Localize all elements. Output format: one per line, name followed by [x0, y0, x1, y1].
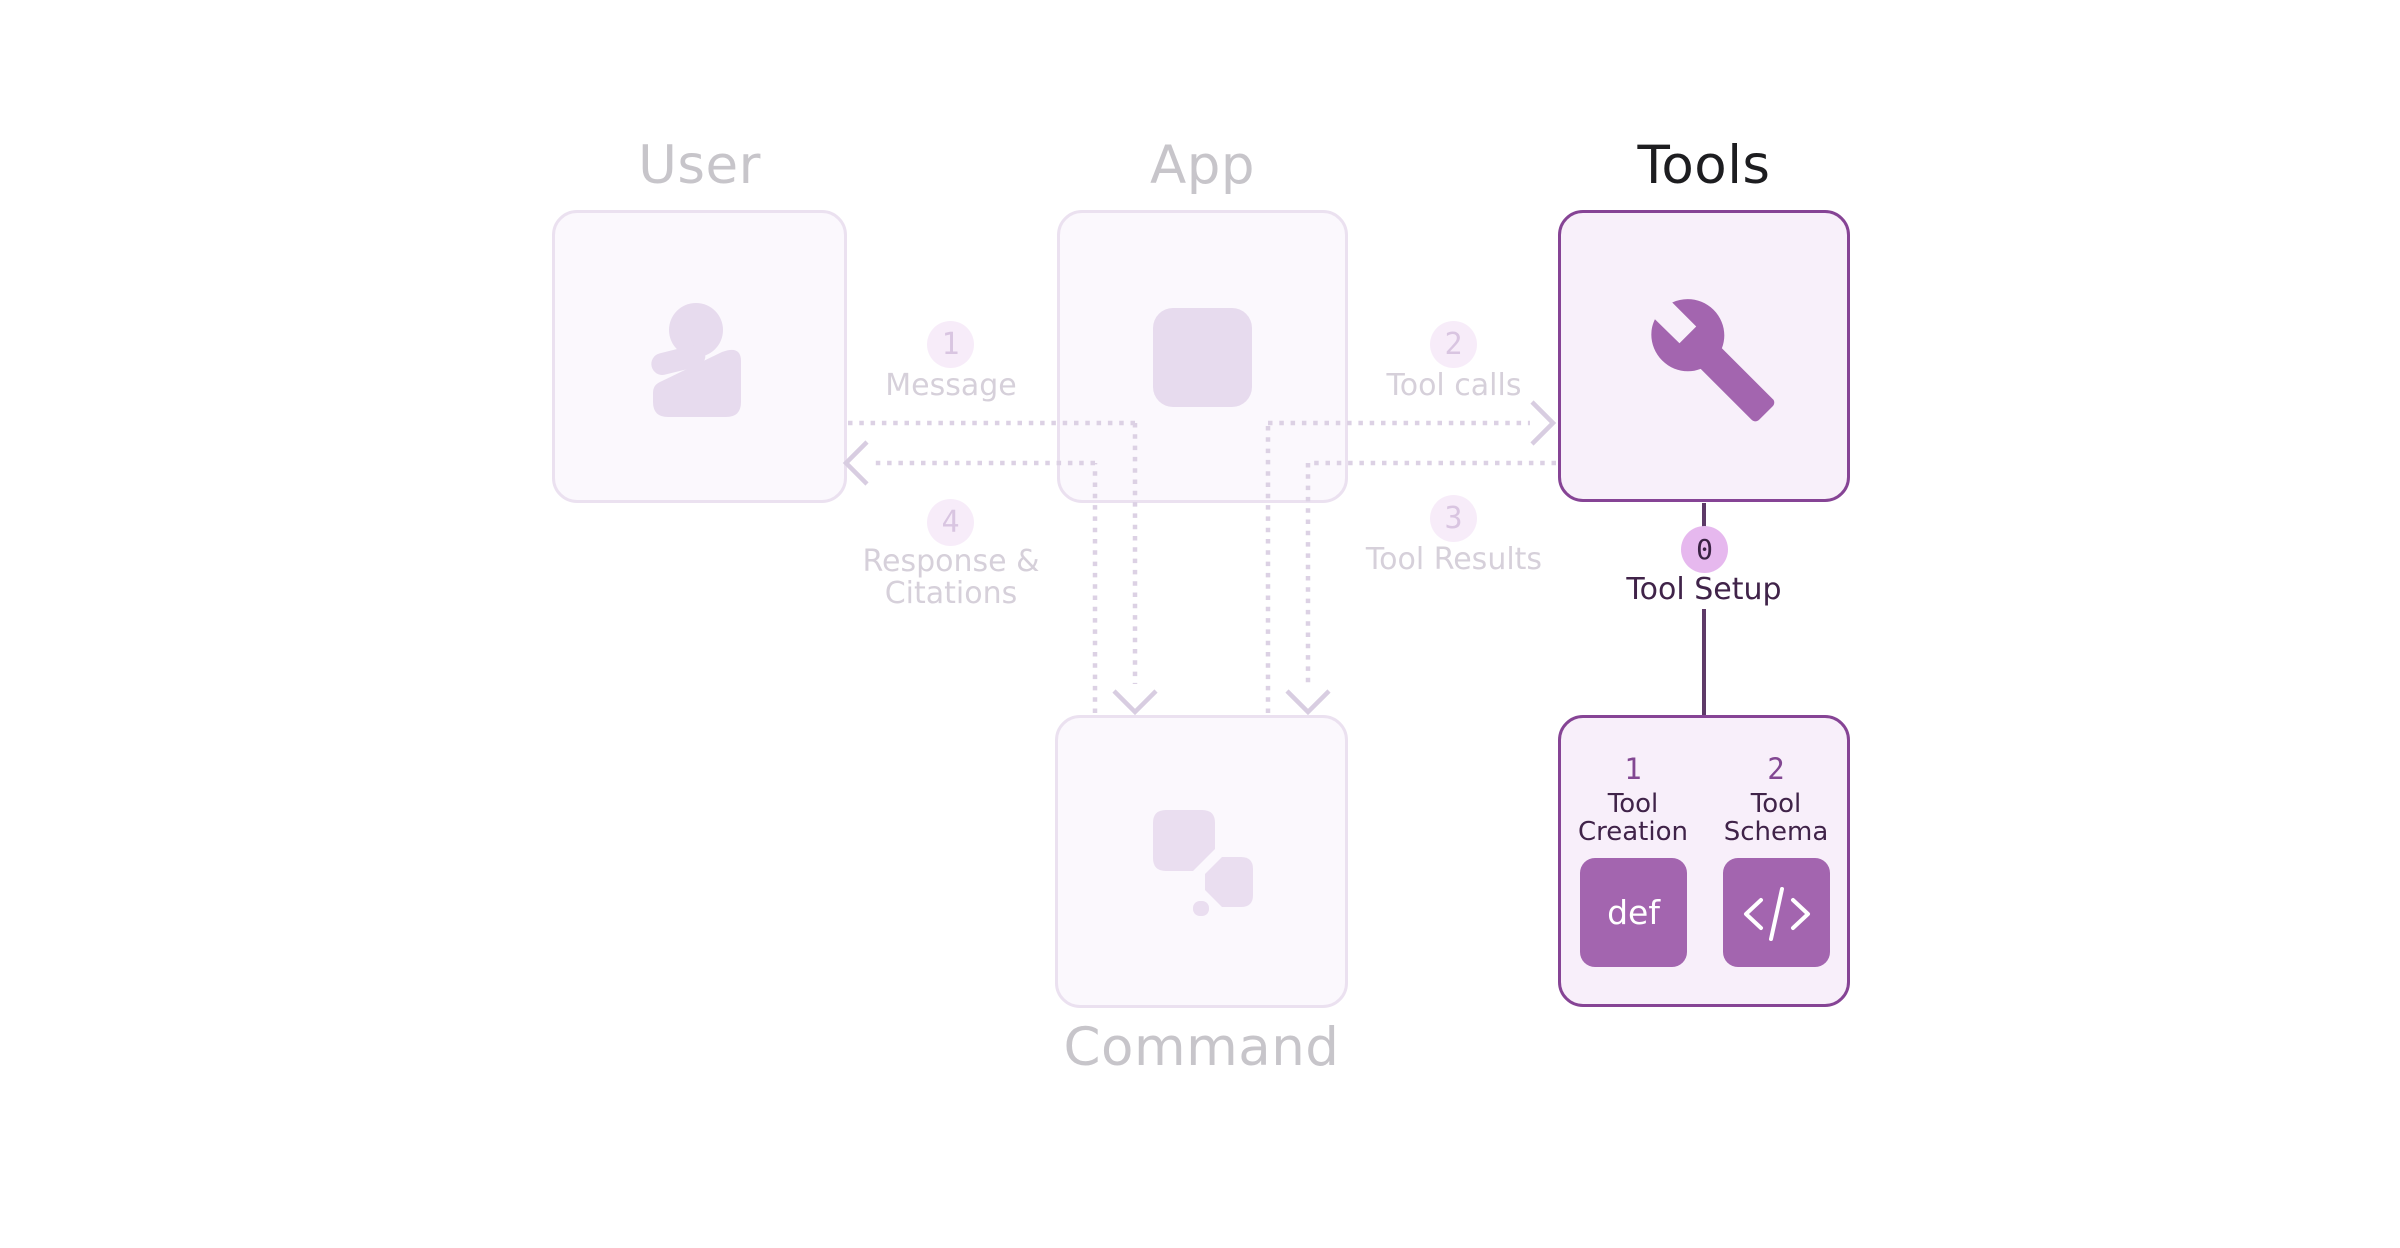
person-icon: [651, 303, 741, 417]
tool-creation-step: 1: [1624, 752, 1642, 786]
user-node-title: User: [638, 135, 761, 196]
arrow-into-command-left: [1112, 689, 1158, 716]
tool-schema-name: Tool Schema: [1723, 789, 1829, 847]
tool-setup-step-badge: 0: [1681, 526, 1728, 573]
tool-results-flow-line: [1305, 460, 1556, 684]
tool-setup-label: Tool Setup: [1626, 572, 1782, 607]
flow-1-label: Message: [885, 368, 1017, 403]
arrow-into-tools: [1530, 400, 1557, 446]
command-squares-icon: [1153, 810, 1253, 916]
tool-calls-flow-line: [1265, 420, 1530, 713]
flow-2-label: Tool calls: [1386, 368, 1522, 403]
tools-node-title: Tools: [1637, 135, 1771, 196]
message-flow-line: [848, 420, 1138, 684]
tool-schema-tile: [1723, 858, 1830, 967]
app-square-icon: [1153, 308, 1252, 407]
flow-4-label: Response & Citations: [862, 544, 1040, 611]
code-icon: [1743, 886, 1810, 941]
app-node-title: App: [1149, 135, 1256, 196]
flow-2-step-badge: 2: [1430, 321, 1477, 368]
arrow-into-user: [842, 440, 869, 486]
command-node-title: Command: [1063, 1017, 1340, 1078]
flow-3-step-badge: 3: [1430, 495, 1477, 542]
tool-creation-tile: def: [1580, 858, 1687, 967]
flow-3-label: Tool Results: [1365, 542, 1543, 577]
tool-schema-step: 2: [1767, 752, 1785, 786]
flow-4-step-badge: 4: [927, 499, 974, 546]
tool-creation-tile-text: def: [1607, 893, 1660, 932]
response-flow-line: [873, 460, 1098, 713]
wrench-icon: [1651, 299, 1775, 422]
arrow-into-command-right: [1285, 689, 1331, 716]
flow-1-step-badge: 1: [927, 321, 974, 368]
tool-creation-name: Tool Creation: [1577, 789, 1688, 847]
